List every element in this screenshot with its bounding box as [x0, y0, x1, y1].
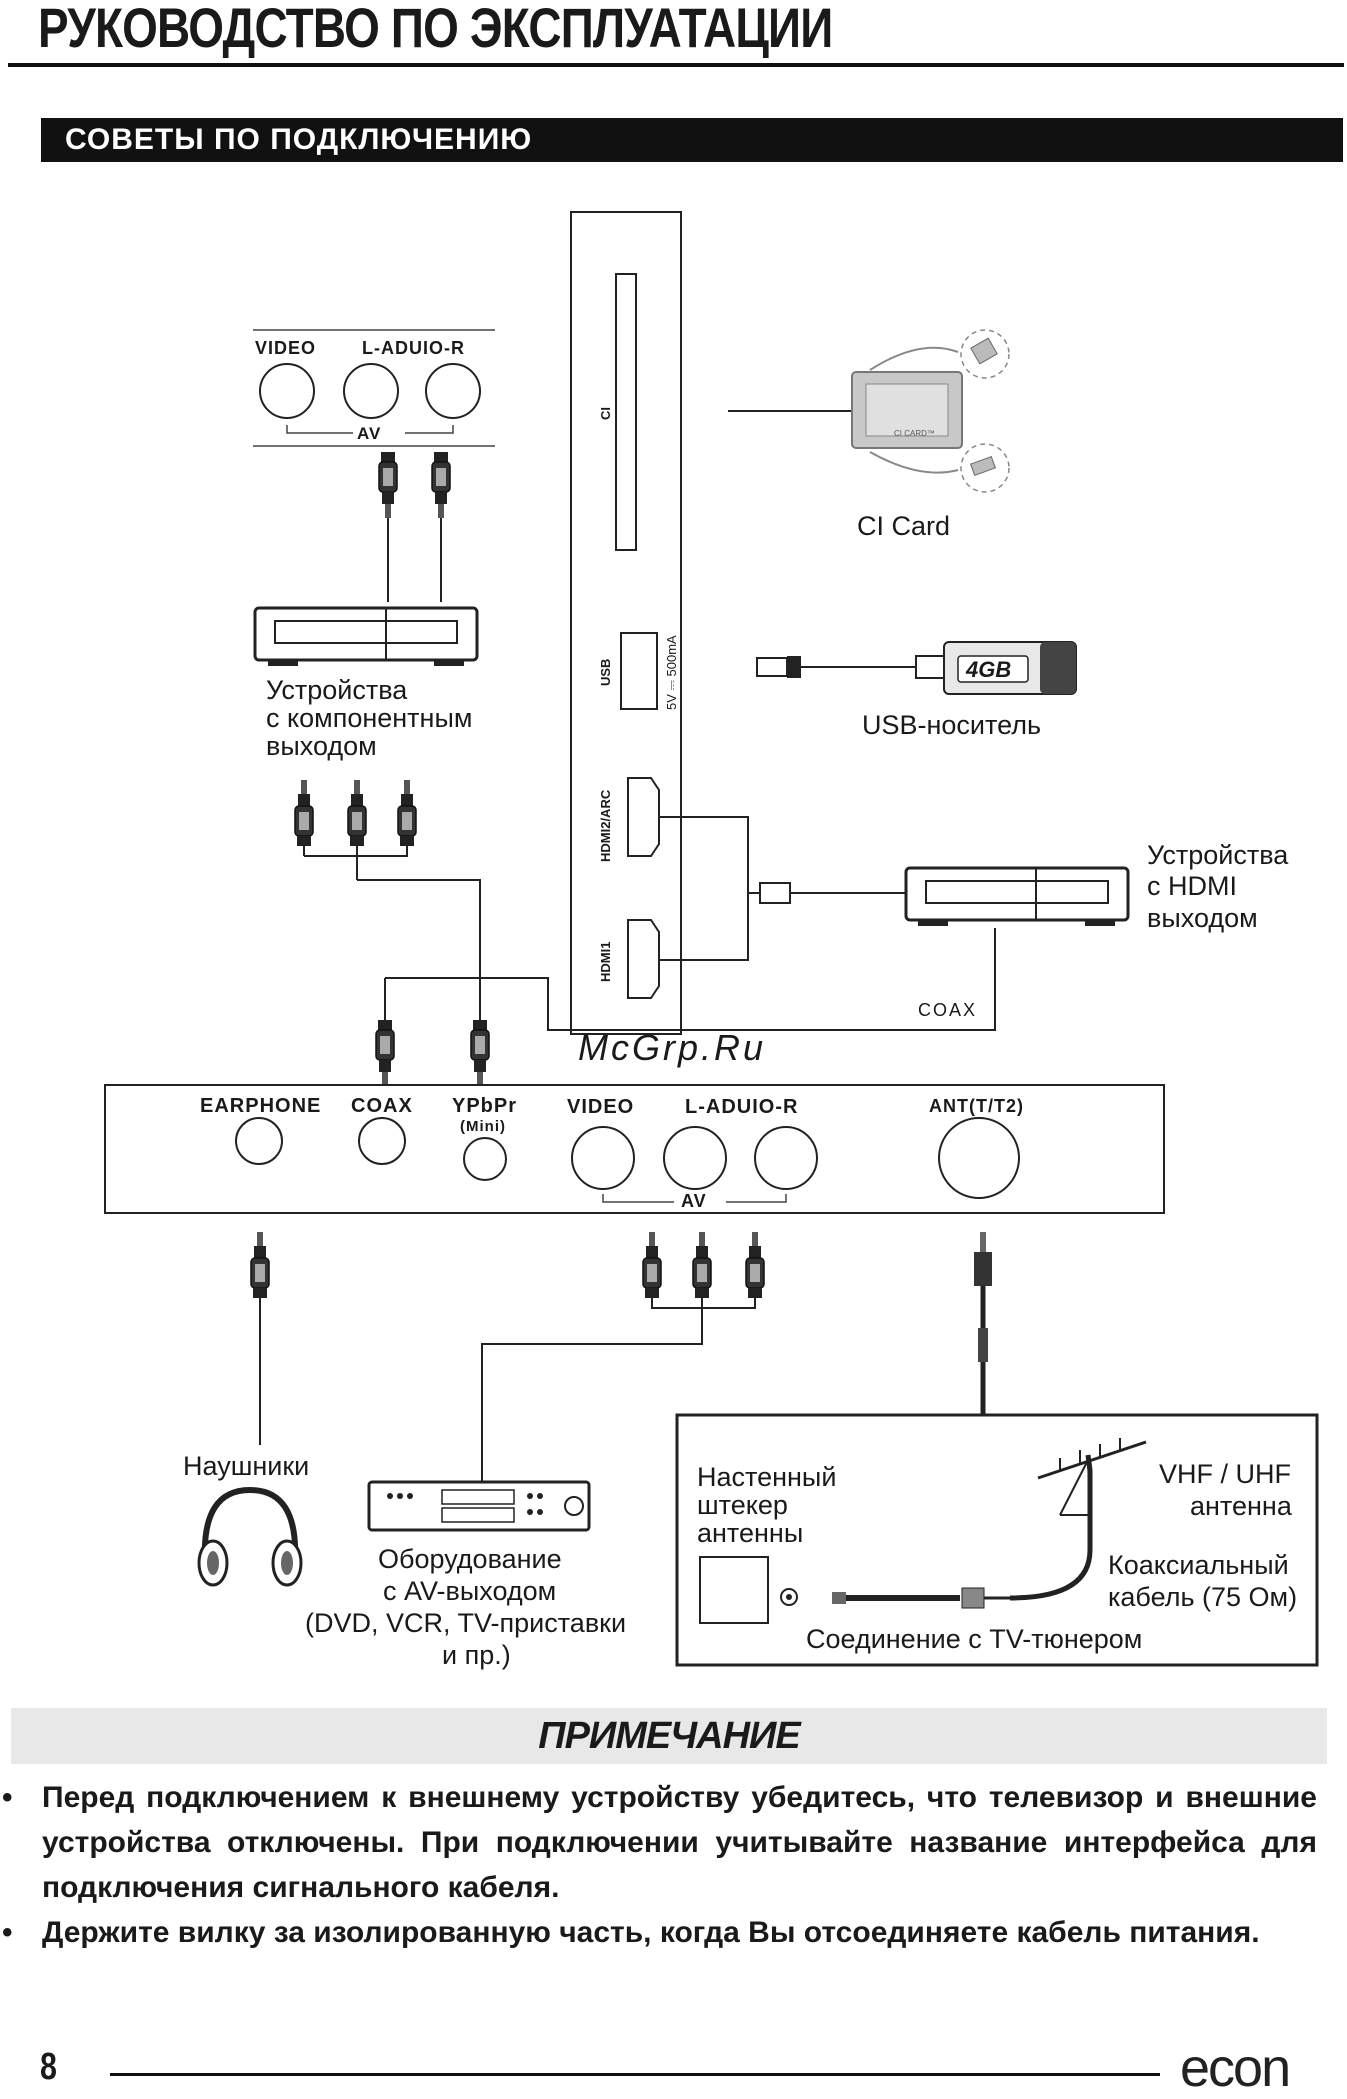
top-audio-right-jack — [425, 363, 481, 419]
wall-socket-icon — [699, 1556, 769, 1624]
ci-slot-label: CI — [598, 407, 613, 420]
bottom-audio-label: L-ADUIO-R — [685, 1096, 798, 1118]
wall-socket-caption-3: антенны — [697, 1518, 803, 1548]
bottom-video-label: VIDEO — [567, 1096, 634, 1118]
headphones-icon — [197, 1486, 303, 1587]
ypbpr-jack — [463, 1137, 507, 1181]
usb-port-label: USB — [598, 659, 613, 686]
connection-diagram: CI USB 5V ⎓ 500mA HDMI2/ARC HDMI1 VIDEO … — [104, 211, 1319, 1670]
footer-rule — [110, 2073, 1160, 2076]
note-list: Перед подключением к внешнему устройству… — [0, 1775, 1347, 1955]
component-device-caption-2: с компонентным — [266, 703, 472, 733]
usb-port — [620, 632, 658, 710]
top-av-cables — [378, 451, 451, 602]
hdmi-device-caption-3: выходом — [1147, 903, 1258, 933]
page-number: 8 — [40, 2046, 57, 2088]
watermark: McGrp.Ru — [578, 1027, 766, 1068]
ant-port-label: ANT(T/T2) — [929, 1096, 1024, 1116]
ant-jack — [938, 1117, 1020, 1199]
antenna-connection-box — [675, 1413, 1319, 1667]
ypbpr-mini-label: (Mini) — [460, 1118, 506, 1135]
av-equipment-caption-2: с AV-выходом — [383, 1576, 556, 1606]
section-title: СОВЕТЫ ПО ПОДКЛЮЧЕНИЮ — [65, 123, 533, 156]
usb-drive-caption: USB-носитель — [862, 710, 1041, 740]
hdmi-device — [904, 866, 1130, 926]
antenna-caption-2: антенна — [1190, 1491, 1293, 1521]
top-av-panel: VIDEO L-ADUIO-R AV — [253, 329, 495, 447]
usb-power-label: 5V ⎓ 500mA — [664, 635, 679, 710]
earphone-jack — [235, 1117, 283, 1165]
antenna-caption-1: VHF / UHF — [1159, 1459, 1291, 1489]
brand-logo: econ — [1180, 2038, 1291, 2098]
ci-card-text: CI CARD™ — [894, 429, 935, 438]
hdmi1-port-label: HDMI1 — [598, 942, 613, 982]
av-equipment-caption-1: Оборудование — [378, 1544, 562, 1574]
hdmi-device-caption-2: с HDMI — [1147, 871, 1237, 901]
hdmi2-port — [627, 777, 660, 857]
component-device-caption-3: выходом — [266, 731, 377, 761]
hdmi-device-caption-1: Устройства — [1147, 840, 1289, 870]
ci-card-caption: CI Card — [857, 511, 950, 541]
note-item: Перед подключением к внешнему устройству… — [0, 1775, 1347, 1910]
note-item: Держите вилку за изолированную часть, ко… — [0, 1910, 1347, 1955]
wall-socket-caption-1: Настенный — [697, 1462, 836, 1492]
bottom-video-jack — [571, 1126, 635, 1190]
top-av-label: AV — [357, 424, 381, 443]
wall-socket-caption-2: штекер — [697, 1490, 788, 1520]
headphone-cable — [250, 1231, 270, 1445]
coax-jack — [358, 1117, 406, 1165]
coax-port-label: COAX — [351, 1095, 413, 1117]
hdmi1-port — [627, 919, 660, 999]
coax-cable-caption-1: Коаксиальный — [1108, 1550, 1289, 1580]
component-cables — [294, 779, 996, 1087]
ci-slot — [615, 273, 637, 551]
coax-cable-caption-2: кабель (75 Ом) — [1108, 1582, 1297, 1612]
antenna-cable — [974, 1232, 992, 1415]
component-device — [253, 606, 479, 666]
av-equipment-caption-4: и пр.) — [442, 1640, 511, 1670]
page-title: РУКОВОДСТВО ПО ЭКСПЛУАТАЦИИ — [38, 0, 833, 59]
note-title: ПРИМЕЧАНИЕ — [538, 1715, 800, 1757]
component-device-caption-1: Устройства — [266, 675, 408, 705]
bottom-audio-left-jack — [663, 1126, 727, 1190]
top-audio-label: L-ADUIO-R — [362, 338, 465, 358]
av-equipment-illustration — [367, 1480, 591, 1532]
earphone-port-label: EARPHONE — [200, 1095, 321, 1117]
ci-card-illustration: CI CARD™ — [728, 329, 1010, 493]
headphones-caption: Наушники — [183, 1451, 309, 1481]
section-header-bar: СОВЕТЫ ПО ПОДКЛЮЧЕНИЮ — [41, 118, 1343, 162]
bottom-audio-right-jack — [754, 1126, 818, 1190]
top-video-label: VIDEO — [255, 338, 316, 358]
usb-drive-capacity: 4GB — [965, 657, 1011, 682]
note-header-bar: ПРИМЕЧАНИЕ — [11, 1708, 1327, 1764]
hdmi2-port-label: HDMI2/ARC — [598, 789, 613, 862]
coax-cable-label: COAX — [918, 1000, 977, 1020]
av-output-cables — [481, 1231, 765, 1482]
ypbpr-port-label: YPbPr — [452, 1095, 517, 1117]
tv-side-panel: CI USB 5V ⎓ 500mA HDMI2/ARC HDMI1 — [570, 211, 682, 1035]
bottom-av-label: AV — [681, 1191, 707, 1211]
hdmi-cables — [659, 816, 906, 961]
top-video-jack — [259, 363, 315, 419]
usb-drive-illustration: 4GB — [756, 641, 1077, 695]
tuner-connection-caption: Соединение с TV-тюнером — [806, 1624, 1142, 1654]
antenna-icon — [1037, 1438, 1147, 1516]
tv-bottom-panel: EARPHONE COAX YPbPr (Mini) VIDEO L-ADUIO… — [104, 1084, 1165, 1214]
top-audio-left-jack — [343, 363, 399, 419]
av-equipment-caption-3: (DVD, VCR, TV-приставки — [305, 1608, 626, 1638]
title-rule — [8, 63, 1344, 67]
